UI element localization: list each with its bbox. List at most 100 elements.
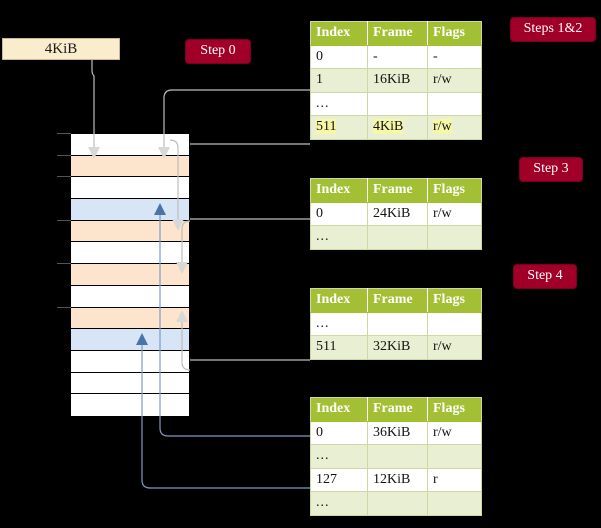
cell-index: ... [310, 491, 368, 516]
memory-frame-row[interactable] [71, 372, 189, 395]
cell-text: r [433, 471, 438, 487]
column-header-index: Index [310, 178, 368, 203]
cell-flags: r [427, 467, 482, 492]
cell-text: 24KiB [373, 205, 411, 221]
cell-text: r/w [433, 72, 452, 87]
badge-label: Steps 1&2 [523, 21, 583, 36]
cell-text: 511 [316, 339, 337, 354]
table-row[interactable]: 1 16KiB r/w [310, 68, 482, 93]
cell-flags: r/w [427, 115, 482, 140]
cell-flags: r/w [427, 68, 482, 93]
memory-frame-row[interactable] [71, 307, 189, 330]
cell-text: r/w [433, 119, 452, 134]
cell-text: 32KiB [373, 339, 411, 354]
cell-frame [367, 491, 428, 516]
memory-tick-mark [57, 263, 71, 265]
table-row[interactable]: ... [310, 311, 482, 336]
memory-frame-row[interactable] [71, 155, 189, 178]
cell-index: ... [310, 444, 368, 469]
memory-frame-row[interactable] [71, 220, 189, 243]
column-header-index: Index [310, 397, 368, 422]
memory-frame-row[interactable] [71, 394, 189, 416]
badge-step-3: Step 3 [520, 158, 582, 181]
cell-flags [427, 225, 482, 250]
cell-flags: r/w [427, 201, 482, 226]
cell-text: ... [316, 95, 330, 111]
table-row[interactable]: 0 36KiB r/w [310, 420, 482, 445]
badge-steps-1-2: Steps 1&2 [511, 18, 595, 41]
cell-flags: - [427, 44, 482, 69]
cell-text: 0 [316, 424, 323, 440]
column-header-flags: Flags [427, 178, 482, 203]
cell-frame: 24KiB [367, 201, 428, 226]
cell-flags [427, 444, 482, 469]
cell-text: - [373, 48, 378, 64]
cell-text: 0 [316, 48, 323, 64]
cell-flags [427, 91, 482, 116]
cell-text: ... [316, 495, 330, 510]
cell-text: 16KiB [373, 72, 411, 87]
column-header-frame: Frame [367, 21, 428, 46]
table-row[interactable]: 0 - - [310, 44, 482, 69]
cell-frame: 16KiB [367, 68, 428, 93]
badge-label: Step 0 [200, 43, 236, 58]
virtual-address-label: 4KiB [44, 40, 78, 57]
memory-frame-row[interactable] [71, 199, 189, 221]
cell-index: 1 [310, 68, 368, 93]
column-header-index: Index [310, 21, 368, 46]
table-row[interactable]: 511 32KiB r/w [310, 335, 482, 360]
memory-frame-row[interactable] [71, 134, 189, 156]
cell-text: r/w [433, 205, 452, 221]
cell-index: 511 [310, 115, 368, 140]
cell-frame: 12KiB [367, 467, 428, 492]
memory-frame-row[interactable] [71, 350, 189, 373]
cell-index: ... [310, 311, 368, 336]
cell-frame: 36KiB [367, 420, 428, 445]
memory-frame-row[interactable] [71, 242, 189, 265]
cell-text: ... [316, 229, 330, 244]
cell-frame [367, 311, 428, 336]
virtual-address-box: 4KiB [2, 38, 120, 60]
cell-text: - [433, 48, 438, 64]
cell-text: 36KiB [373, 424, 411, 440]
memory-tick-mark [57, 306, 71, 308]
table-row[interactable]: ... [310, 444, 482, 469]
table-row[interactable]: ... [310, 491, 482, 516]
memory-frame-row[interactable] [71, 285, 189, 308]
cell-text: ... [316, 315, 330, 331]
cell-index: ... [310, 225, 368, 250]
table-row[interactable]: ... [310, 91, 482, 116]
badge-step-4: Step 4 [514, 265, 576, 288]
cell-text: 0 [316, 205, 323, 221]
cell-frame [367, 91, 428, 116]
cell-index: ... [310, 91, 368, 116]
column-header-flags: Flags [427, 288, 482, 313]
cell-index: 0 [310, 44, 368, 69]
cell-index: 0 [310, 420, 368, 445]
column-header-frame: Frame [367, 178, 428, 203]
table-row[interactable]: ... [310, 225, 482, 250]
memory-tick-mark [57, 154, 71, 156]
cell-flags [427, 491, 482, 516]
cell-frame [367, 444, 428, 469]
column-header-frame: Frame [367, 397, 428, 422]
memory-frame-row[interactable] [71, 264, 189, 286]
table-row[interactable]: 0 24KiB r/w [310, 201, 482, 226]
badge-label: Step 4 [527, 268, 563, 283]
cell-flags: r/w [427, 420, 482, 445]
cell-flags: r/w [427, 335, 482, 360]
memory-frame-row[interactable] [71, 177, 189, 200]
column-header-frame: Frame [367, 288, 428, 313]
column-header-flags: Flags [427, 397, 482, 422]
cell-text: r/w [433, 339, 452, 354]
cell-text: r/w [433, 424, 452, 440]
cell-text: 1 [316, 72, 323, 87]
memory-frame-row[interactable] [71, 329, 189, 351]
cell-index: 511 [310, 335, 368, 360]
